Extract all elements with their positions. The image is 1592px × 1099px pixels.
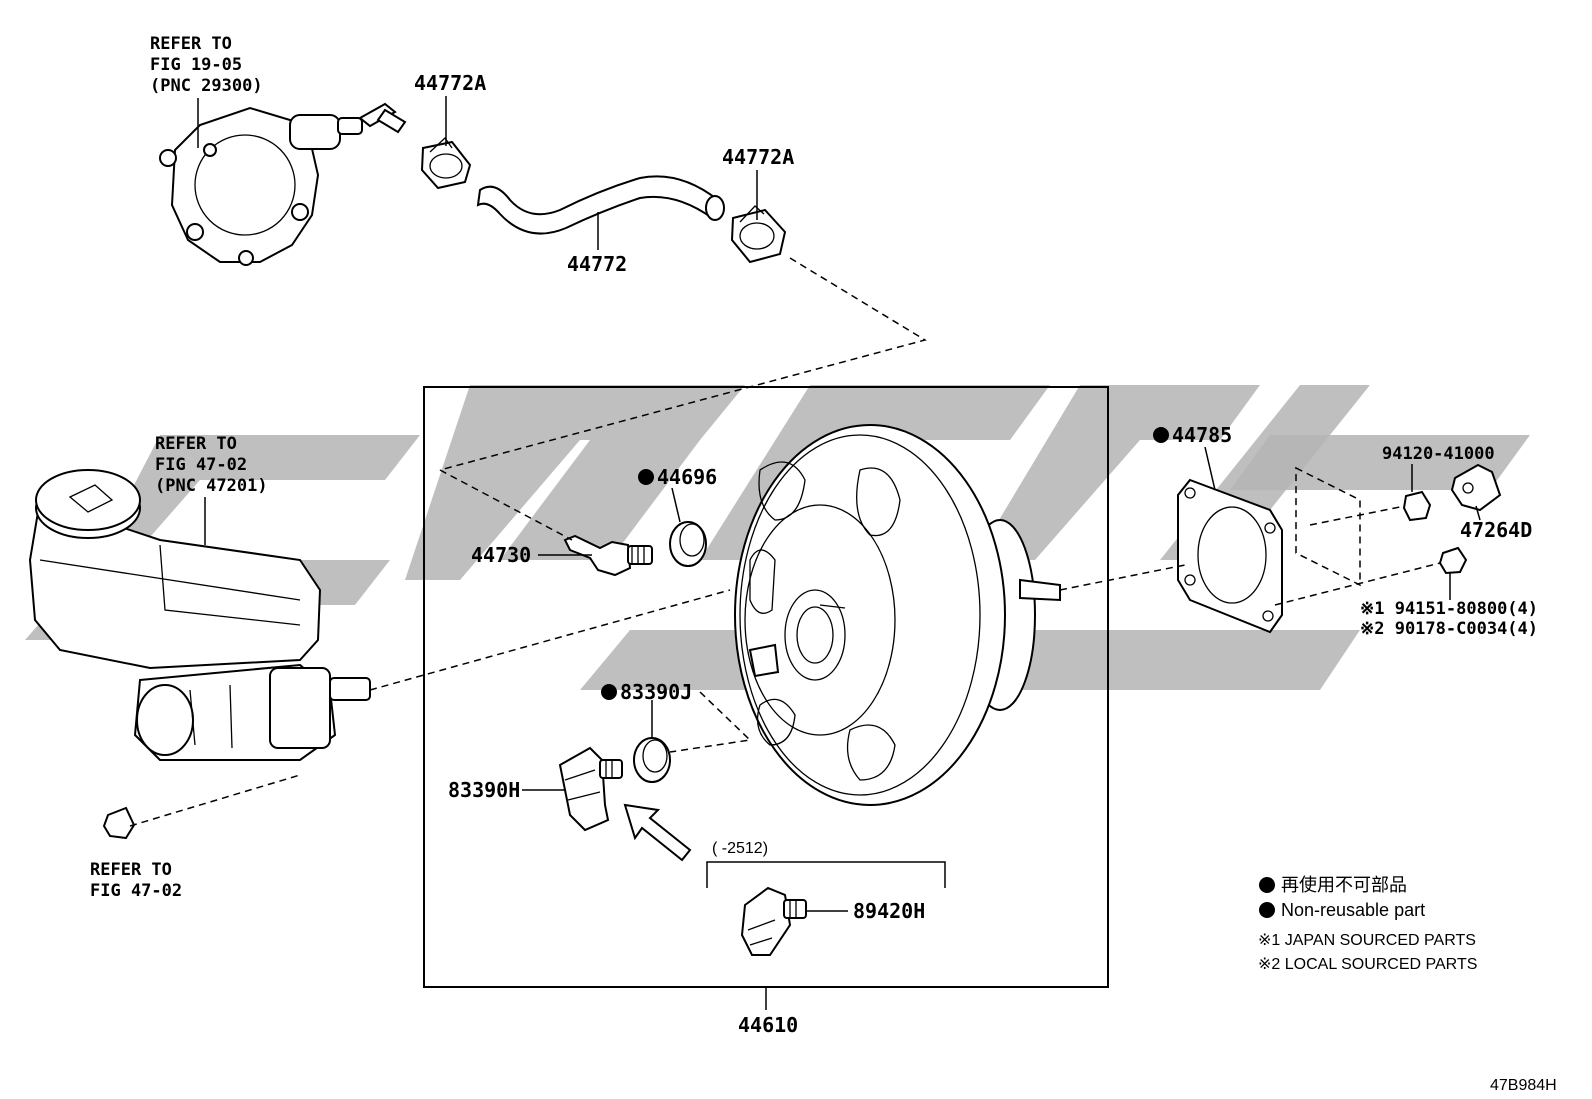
label-nut: 94120-41000 bbox=[1382, 444, 1495, 464]
date-range-bracket bbox=[706, 861, 946, 888]
reservoir-plug bbox=[102, 806, 136, 840]
label-date-range: ( -2512) bbox=[712, 840, 768, 857]
hose bbox=[476, 175, 725, 235]
svg-text:(PNC 29300): (PNC 29300) bbox=[150, 76, 263, 96]
stud bbox=[1438, 546, 1468, 575]
gasket bbox=[1177, 478, 1283, 634]
legend: 再使用不可部品 Non-reusable part ※1 JAPAN SOURC… bbox=[1258, 875, 1477, 973]
svg-text:FIG 47-02: FIG 47-02 bbox=[90, 881, 182, 901]
label-sensor: 83390H bbox=[448, 778, 520, 802]
nut bbox=[1402, 490, 1432, 522]
sensor-grommet bbox=[633, 737, 671, 783]
booster-assembly-box bbox=[423, 386, 1109, 988]
bracket-outline-dashed bbox=[1295, 466, 1361, 587]
bracket bbox=[1450, 463, 1502, 512]
label-stud-1: ※1 94151-80800(4) bbox=[1360, 599, 1538, 619]
hose-clamp-2 bbox=[730, 205, 787, 264]
vacuum-sensor-alt bbox=[740, 886, 807, 956]
svg-text:REFER TO: REFER TO bbox=[155, 434, 237, 454]
figure-code: 47B984H bbox=[1490, 1077, 1557, 1094]
vacuum-sensor bbox=[558, 746, 623, 832]
ref-plug-label: REFER TO FIG 47-02 bbox=[90, 860, 182, 901]
non-reusable-dot bbox=[601, 684, 617, 700]
label-stud-2: ※2 90178-C0034(4) bbox=[1360, 619, 1538, 639]
label-clamp-2: 44772A bbox=[722, 145, 794, 169]
label-sensor-alt: 89420H bbox=[853, 899, 925, 923]
grommet bbox=[669, 521, 707, 567]
label-check-valve: 44730 bbox=[471, 543, 531, 567]
dashed-lines bbox=[129, 257, 1441, 827]
non-reusable-dot bbox=[1153, 427, 1169, 443]
hose-clamp-1 bbox=[420, 137, 472, 190]
svg-text:FIG 19-05: FIG 19-05 bbox=[150, 55, 242, 75]
label-clamp-1: 44772A bbox=[414, 71, 486, 95]
brake-booster bbox=[734, 424, 1061, 806]
legend-non-reusable-jp: 再使用不可部品 bbox=[1281, 875, 1407, 895]
label-booster: 44610 bbox=[738, 1013, 798, 1037]
label-hose: 44772 bbox=[567, 252, 627, 276]
label-bracket: 47264D bbox=[1460, 518, 1532, 542]
non-reusable-dot bbox=[638, 469, 654, 485]
label-gasket: 44785 bbox=[1172, 423, 1232, 447]
legend-note-1: ※1 JAPAN SOURCED PARTS bbox=[1258, 932, 1476, 949]
legend-note-2: ※2 LOCAL SOURCED PARTS bbox=[1258, 956, 1477, 973]
legend-non-reusable-en: Non-reusable part bbox=[1281, 900, 1425, 920]
ref-vacuum-pump-label: REFER TO FIG 19-05 (PNC 29300) bbox=[150, 34, 263, 96]
leader-lines bbox=[197, 96, 1481, 1010]
master-cylinder bbox=[28, 469, 371, 761]
svg-text:REFER TO: REFER TO bbox=[90, 860, 172, 880]
check-valve bbox=[563, 534, 653, 577]
label-sensor-grommet: 83390J bbox=[620, 680, 692, 704]
svg-text:FIG 47-02: FIG 47-02 bbox=[155, 455, 247, 475]
vacuum-pump bbox=[159, 102, 407, 266]
svg-text:(PNC 47201): (PNC 47201) bbox=[155, 476, 268, 496]
label-grommet: 44696 bbox=[657, 465, 717, 489]
view-arrow bbox=[623, 803, 692, 862]
svg-text:REFER TO: REFER TO bbox=[150, 34, 232, 54]
ref-master-cylinder-label: REFER TO FIG 47-02 (PNC 47201) bbox=[155, 434, 268, 496]
